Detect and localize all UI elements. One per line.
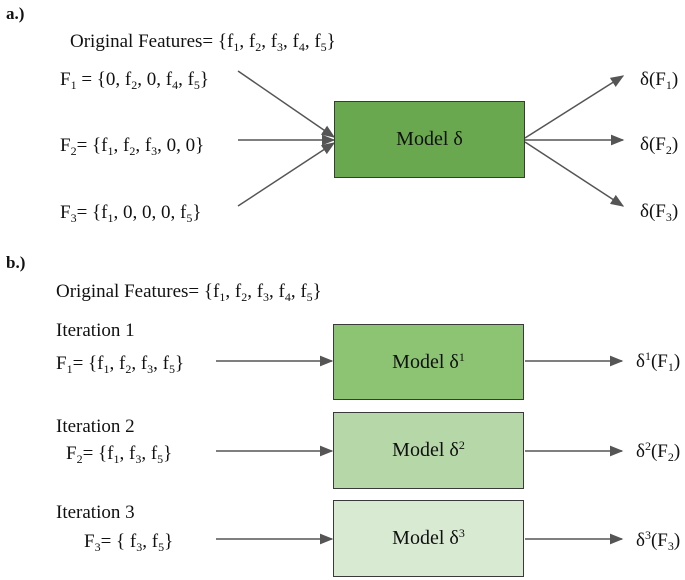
panel-a-input-2: F2= {f1, f2, f3, 0, 0} [60, 135, 205, 158]
panel-a-input-3: F3= {f1, 0, 0, 0, f5} [60, 202, 202, 225]
panel-b-original-features: Original Features= {f1, f2, f3, f4, f5} [56, 281, 322, 304]
panel-a-output-3: δ(F3) [640, 201, 679, 224]
panel-a-original-features: Original Features= {f1, f2, f3, f4, f5} [70, 31, 336, 54]
iteration-1-input: F1= {f1, f2, f3, f5} [56, 353, 185, 376]
iteration-2-model-label: Model δ2 [392, 438, 465, 461]
panel-b-label: b.) [6, 253, 26, 272]
arrow-a-output-1 [524, 75, 625, 139]
iteration-3-output: δ3(F3) [636, 528, 681, 553]
iteration-3-model-box: Model δ3 [333, 500, 524, 577]
panel-a-label: a.) [6, 4, 25, 23]
panel-a-output-1: δ(F1) [640, 69, 679, 92]
panel-a-model-label: Model δ [396, 128, 463, 150]
iteration-3-model-label: Model δ3 [392, 526, 465, 549]
arrow-a-output-3 [524, 141, 625, 207]
iteration-2-output: δ2(F2) [636, 439, 681, 464]
iteration-1-model-box: Model δ1 [333, 324, 524, 400]
arrow-a-input-1 [237, 70, 336, 138]
iteration-3-title: Iteration 3 [56, 502, 135, 523]
iteration-2-title: Iteration 2 [56, 416, 135, 437]
arrow-a-input-3 [237, 142, 336, 207]
panel-a-output-2: δ(F2) [640, 134, 679, 157]
panel-a-input-1: F1 = {0, f2, 0, f4, f5} [60, 69, 210, 92]
iteration-2-input: F2= {f1, f3, f5} [66, 443, 173, 466]
panel-a-model-box: Model δ [334, 101, 525, 178]
iteration-1-output: δ1(F1) [636, 349, 681, 374]
iteration-1-title: Iteration 1 [56, 320, 135, 341]
iteration-2-model-box: Model δ2 [333, 412, 524, 489]
iteration-1-model-label: Model δ1 [392, 349, 465, 373]
iteration-3-input: F3= { f3, f5} [84, 531, 174, 554]
